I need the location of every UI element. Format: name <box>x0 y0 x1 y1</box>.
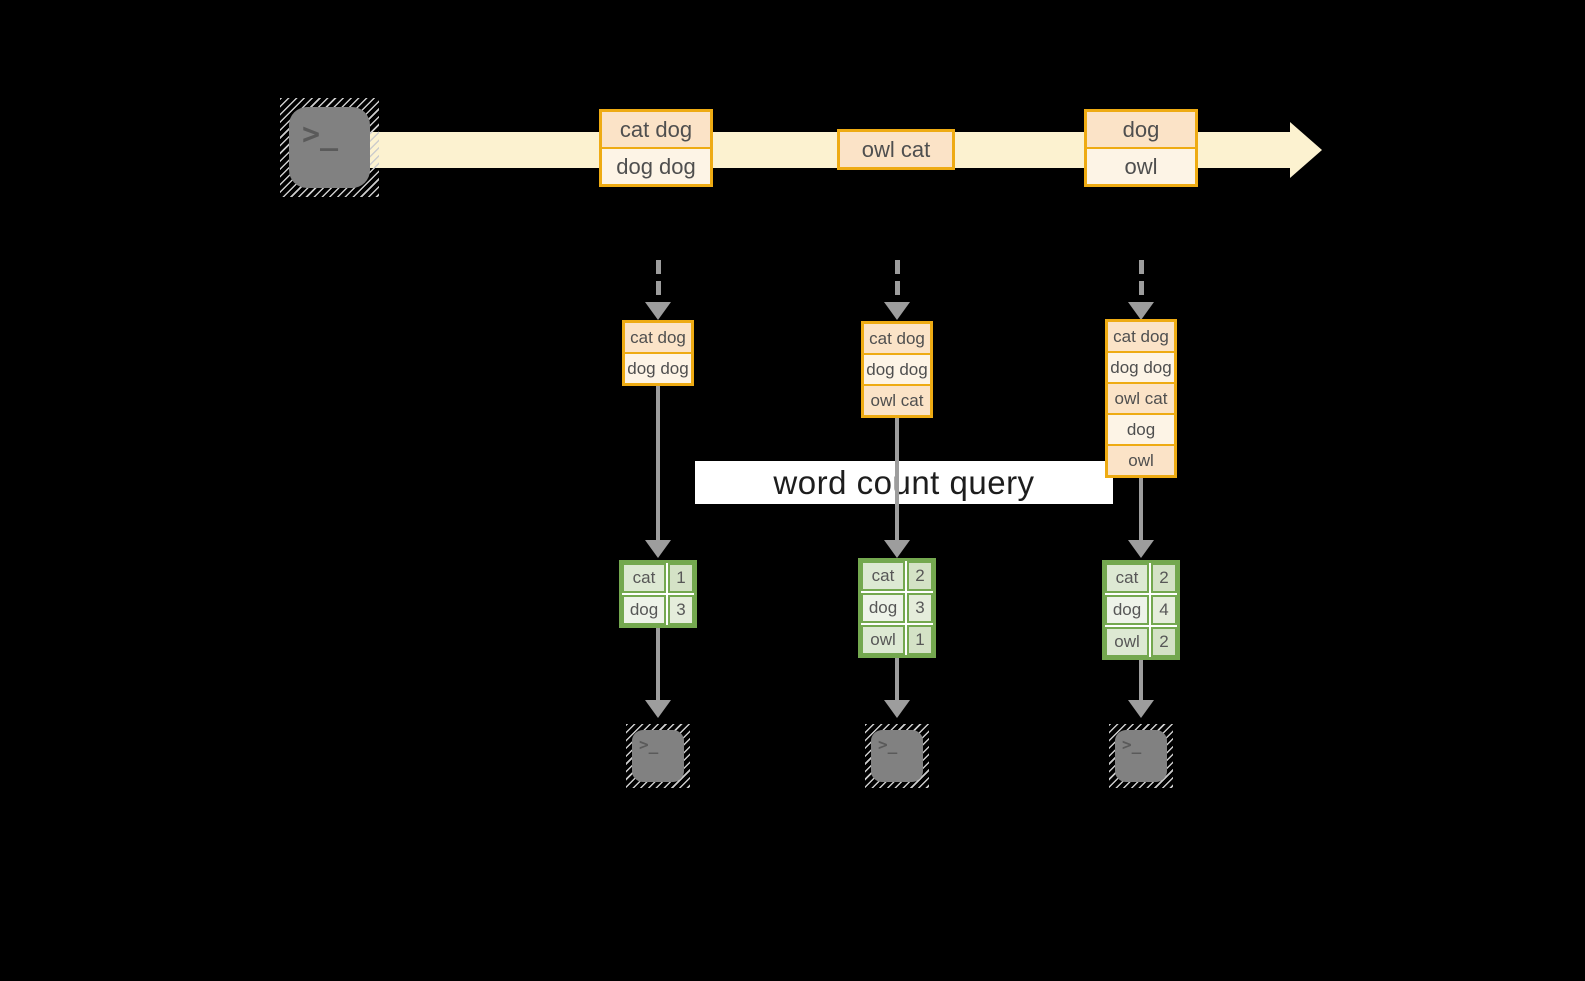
record-buffer-1: cat dog dog dog <box>622 320 694 386</box>
buffer-line: cat dog <box>625 323 691 352</box>
word-cell: cat <box>1105 563 1149 593</box>
word-cell: cat <box>622 563 666 593</box>
query-label: word count query <box>773 463 1035 501</box>
dashed-down-arrow-2 <box>884 260 910 320</box>
count-cell: 1 <box>668 563 694 593</box>
count-cell: 4 <box>1151 595 1177 625</box>
count-cell: 1 <box>907 625 933 655</box>
dash <box>894 260 900 274</box>
buffer-line: owl cat <box>864 386 930 415</box>
terminal-screen: >_ <box>1115 730 1167 782</box>
terminal-screen: >_ <box>632 730 684 782</box>
record-buffer-2: cat dog dog dog owl cat <box>861 321 933 418</box>
terminal-prompt-icon: >_ <box>1122 735 1142 754</box>
count-cell: 3 <box>907 593 933 623</box>
terminal-prompt-icon: >_ <box>302 117 339 152</box>
terminal-prompt-icon: >_ <box>878 735 898 754</box>
count-table-2: cat 2 dog 3 owl 1 <box>858 558 936 658</box>
terminal-screen: >_ <box>289 107 370 188</box>
buffer-line: cat dog <box>1108 322 1174 351</box>
count-cell: 3 <box>668 595 694 625</box>
connector-line <box>1139 660 1143 700</box>
consumer-terminal-icon-3: >_ <box>1109 724 1173 788</box>
record-line: owl cat <box>840 132 952 167</box>
stream-record-box-2: owl cat <box>837 129 955 170</box>
dash <box>1138 281 1144 295</box>
arrowhead-icon <box>884 302 910 320</box>
arrowhead-icon <box>645 700 671 718</box>
terminal-prompt-icon: >_ <box>639 735 659 754</box>
record-line: dog dog <box>602 149 710 184</box>
word-cell: cat <box>861 561 905 591</box>
count-table-3: cat 2 dog 4 owl 2 <box>1102 560 1180 660</box>
dashed-down-arrow-3 <box>1128 260 1154 320</box>
connector-line <box>656 628 660 700</box>
dash <box>655 281 661 295</box>
buffer-line: owl <box>1108 446 1174 475</box>
arrowhead-icon <box>1128 540 1154 558</box>
connector-line <box>895 658 899 700</box>
arrowhead-icon <box>1128 302 1154 320</box>
query-banner: word count query <box>695 461 1113 504</box>
buffer-line: dog dog <box>625 354 691 383</box>
arrowhead-icon <box>1128 700 1154 718</box>
record-line: dog <box>1087 112 1195 147</box>
stream-record-box-1: cat dog dog dog <box>599 109 713 187</box>
buffer-line: cat dog <box>864 324 930 353</box>
count-cell: 2 <box>1151 563 1177 593</box>
record-buffer-3: cat dog dog dog owl cat dog owl <box>1105 319 1177 478</box>
count-cell: 2 <box>1151 627 1177 657</box>
word-cell: dog <box>1105 595 1149 625</box>
arrowhead-icon <box>884 700 910 718</box>
connector-line <box>656 386 660 540</box>
word-cell: dog <box>622 595 666 625</box>
buffer-line: dog dog <box>864 355 930 384</box>
arrowhead-icon <box>645 540 671 558</box>
count-cell: 2 <box>907 561 933 591</box>
producer-terminal-icon: >_ <box>280 98 379 197</box>
arrowhead-icon <box>645 302 671 320</box>
dash <box>655 260 661 274</box>
count-table-1: cat 1 dog 3 <box>619 560 697 628</box>
connector-line <box>895 418 899 540</box>
word-cell: owl <box>861 625 905 655</box>
terminal-screen: >_ <box>871 730 923 782</box>
consumer-terminal-icon-2: >_ <box>865 724 929 788</box>
stream-arrowhead-icon <box>1290 122 1322 178</box>
word-cell: owl <box>1105 627 1149 657</box>
consumer-terminal-icon-1: >_ <box>626 724 690 788</box>
connector-line <box>1139 478 1143 540</box>
buffer-line: owl cat <box>1108 384 1174 413</box>
dash <box>1138 260 1144 274</box>
record-line: owl <box>1087 149 1195 184</box>
word-cell: dog <box>861 593 905 623</box>
record-line: cat dog <box>602 112 710 147</box>
dashed-down-arrow-1 <box>645 260 671 320</box>
buffer-line: dog dog <box>1108 353 1174 382</box>
arrowhead-icon <box>884 540 910 558</box>
stream-record-box-3: dog owl <box>1084 109 1198 187</box>
dash <box>894 281 900 295</box>
buffer-line: dog <box>1108 415 1174 444</box>
